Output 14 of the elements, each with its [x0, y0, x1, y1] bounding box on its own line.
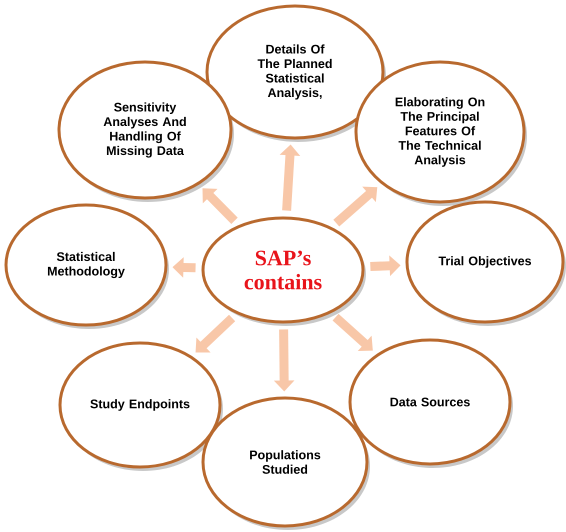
node-label: Trial Objectives: [438, 256, 532, 268]
topic-oval: Statistical Methodology: [4, 203, 168, 326]
topic-oval: Data Sources: [348, 338, 512, 466]
block-arrow: [333, 186, 378, 227]
node-label: Populations Studied: [250, 450, 320, 474]
block-arrow: [196, 314, 236, 353]
node-label: Elaborating On The Principal Features Of The Technical Analysis: [396, 97, 484, 167]
topic-oval: Study Endpoints: [58, 342, 222, 468]
topic-oval: Sensitivity Analyses And Handling Of Missing Data: [58, 60, 232, 200]
center-oval: SAP’s contains: [202, 216, 364, 324]
topic-oval: Elaborating On The Principal Features Of The Technical Analysis: [354, 60, 526, 204]
topic-oval: Trial Objectives: [406, 200, 564, 324]
topic-oval: Populations Studied: [202, 396, 368, 528]
topic-oval: Details Of The Planned Statistical Analysis,: [206, 4, 384, 140]
